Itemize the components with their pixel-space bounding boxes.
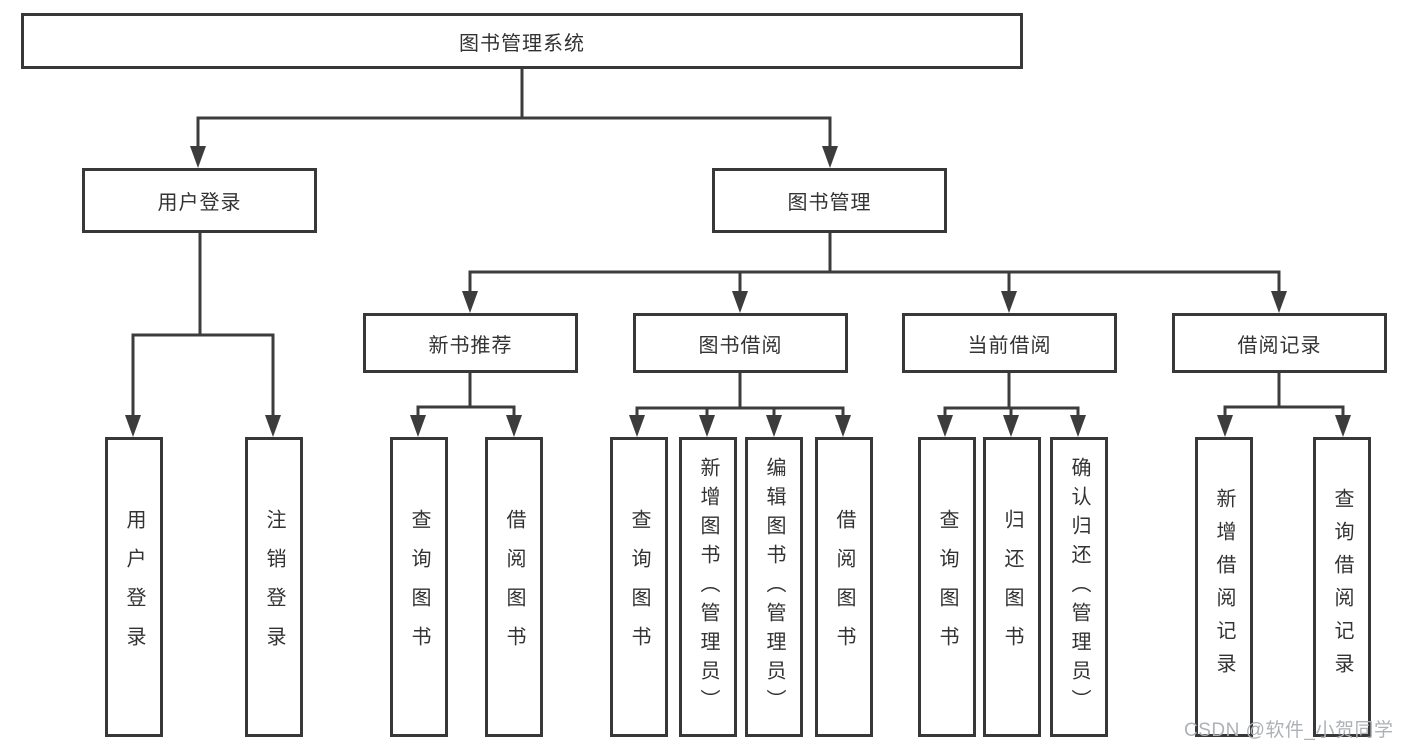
node-new-book-recommend: 新书推荐 [363, 313, 578, 373]
node-label: 新书推荐 [428, 334, 513, 357]
node-label: 图书借阅 [698, 334, 783, 357]
node-borrowing-records: 借阅记录 [1172, 313, 1387, 373]
leaf-label: 新增借阅记录 [1213, 488, 1235, 686]
node-label: 图书管理 [787, 192, 872, 214]
leaf-label: 查询图书 [408, 509, 430, 665]
leaf-borrow-books-recommend: 借阅图书 [485, 437, 543, 737]
leaf-edit-books-admin: 编辑图书（管理员） [745, 437, 803, 737]
node-label: 图书管理系统 [459, 32, 585, 55]
watermark: CSDN @软件_小贺同学 [1184, 720, 1394, 741]
leaf-label: 查询图书 [936, 509, 958, 665]
leaf-label: 归还图书 [1001, 509, 1023, 665]
leaf-user-login: 用户登录 [105, 437, 163, 737]
leaf-label: 借阅图书 [503, 509, 525, 665]
leaf-confirm-return-admin: 确认归还（管理员） [1050, 437, 1108, 737]
leaf-label: 确认归还（管理员） [1068, 456, 1090, 718]
leaf-logout: 注销登录 [245, 437, 303, 737]
leaf-return-books: 归还图书 [983, 437, 1041, 737]
leaf-label: 编辑图书（管理员） [763, 456, 785, 718]
leaf-label: 查询借阅记录 [1331, 488, 1353, 686]
leaf-label: 新增图书（管理员） [697, 456, 719, 718]
leaf-label: 查询图书 [628, 509, 650, 665]
node-book-management: 图书管理 [712, 168, 947, 233]
leaf-add-borrow-record: 新增借阅记录 [1195, 437, 1253, 737]
leaf-query-books-recommend: 查询图书 [390, 437, 448, 737]
leaf-query-books-borrow: 查询图书 [610, 437, 668, 737]
leaf-label: 用户登录 [123, 509, 145, 665]
node-current-borrowing: 当前借阅 [902, 313, 1117, 373]
leaf-query-books-current: 查询图书 [918, 437, 976, 737]
node-label: 当前借阅 [967, 334, 1052, 357]
node-user-login: 用户登录 [82, 168, 317, 233]
leaf-query-borrow-record: 查询借阅记录 [1313, 437, 1371, 737]
node-label: 用户登录 [157, 192, 242, 214]
leaf-label: 借阅图书 [833, 509, 855, 665]
leaf-add-books-admin: 新增图书（管理员） [679, 437, 737, 737]
node-book-borrowing: 图书借阅 [633, 313, 848, 373]
node-library-management-system: 图书管理系统 [21, 13, 1023, 69]
leaf-label: 注销登录 [263, 509, 285, 665]
node-label: 借阅记录 [1237, 334, 1322, 357]
leaf-borrow-books: 借阅图书 [815, 437, 873, 737]
